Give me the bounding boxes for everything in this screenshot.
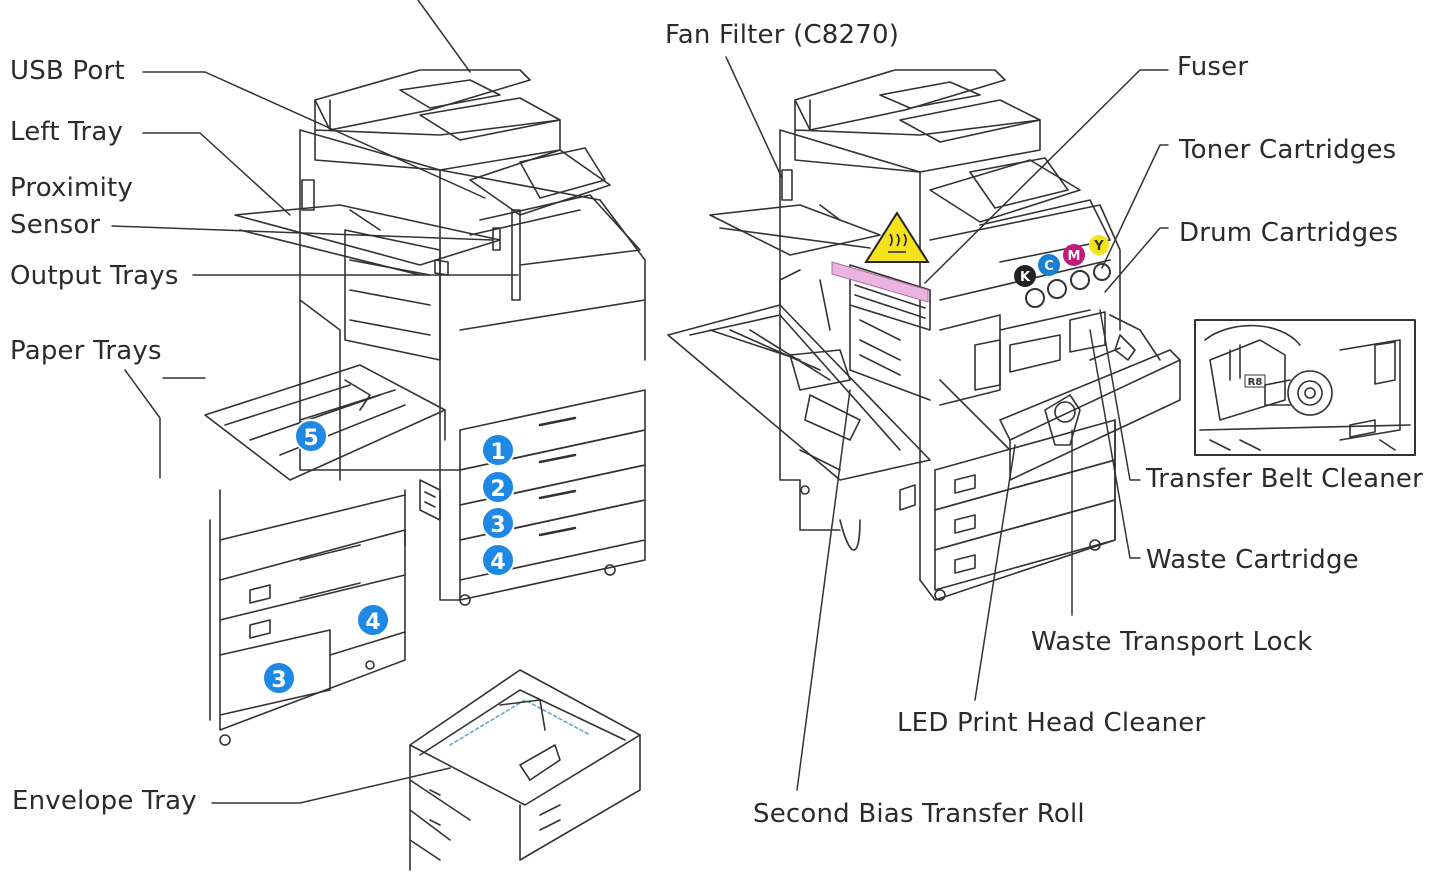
inset-r8-tag: R8 [1248, 377, 1263, 388]
toner-k-icon [1014, 265, 1036, 287]
leader-lines [111, 0, 1169, 804]
hcf-tray-4-number: 4 [365, 610, 380, 635]
tray-1-number: 1 [490, 440, 505, 465]
toner-c-letter: C [1044, 259, 1054, 274]
hcf-tray-4-badge [356, 603, 390, 637]
tray-1-badge [481, 433, 515, 467]
toner-c-icon [1038, 254, 1060, 276]
tray-3-badge [481, 506, 515, 540]
toner-m-letter: M [1068, 249, 1081, 264]
toner-m-icon [1063, 244, 1085, 266]
usb-port-label: USB Port [10, 56, 125, 86]
hcf-tray-3-number: 3 [271, 668, 286, 693]
waste-cartridge-label: Waste Cartridge [1146, 545, 1359, 575]
toner-cartridges-label: Toner Cartridges [1179, 135, 1397, 165]
tray-2-number: 2 [490, 477, 505, 502]
hcf-tray-3-badge [262, 661, 296, 695]
heat-warning-icon [864, 211, 930, 263]
toner-y-letter: Y [1093, 239, 1104, 254]
led-print-head-cleaner-label: LED Print Head Cleaner [897, 708, 1206, 738]
tray-4-number: 4 [490, 550, 505, 575]
proximity-sensor-label-line2: Sensor [10, 210, 101, 240]
tray-3-number: 3 [490, 513, 505, 538]
drum-cartridges-label: Drum Cartridges [1179, 218, 1399, 248]
toner-y-icon [1089, 235, 1109, 255]
proximity-sensor-label-line1: Proximity [10, 173, 133, 203]
envelope-tray-label: Envelope Tray [12, 786, 197, 816]
paper-trays-label: Paper Trays [10, 336, 162, 366]
fan-filter-label: Fan Filter (C8270) [665, 20, 900, 50]
fuser-highlight [831, 261, 929, 303]
left-tray-label: Left Tray [10, 117, 124, 147]
transfer-belt-cleaner-label: Transfer Belt Cleaner [1146, 464, 1423, 494]
second-bias-transfer-roll-label: Second Bias Transfer Roll [753, 799, 1085, 829]
transfer-belt-cleaner-inset [1194, 319, 1416, 456]
tray-number-badges: 5 1 2 3 4 4 3 [262, 419, 515, 695]
toner-cartridge-group [1014, 235, 1111, 308]
left-printer-illustration [204, 69, 646, 871]
tray-5-badge [294, 419, 328, 453]
tray-2-badge [481, 470, 515, 504]
output-trays-label: Output Trays [10, 261, 179, 291]
waste-transport-lock-label: Waste Transport Lock [1031, 627, 1313, 657]
fuser-label: Fuser [1177, 52, 1249, 82]
tray-4-badge [481, 543, 515, 577]
toner-k-letter: K [1020, 270, 1031, 285]
tray-5-number: 5 [303, 426, 318, 451]
right-printer-illustration [667, 69, 1181, 601]
